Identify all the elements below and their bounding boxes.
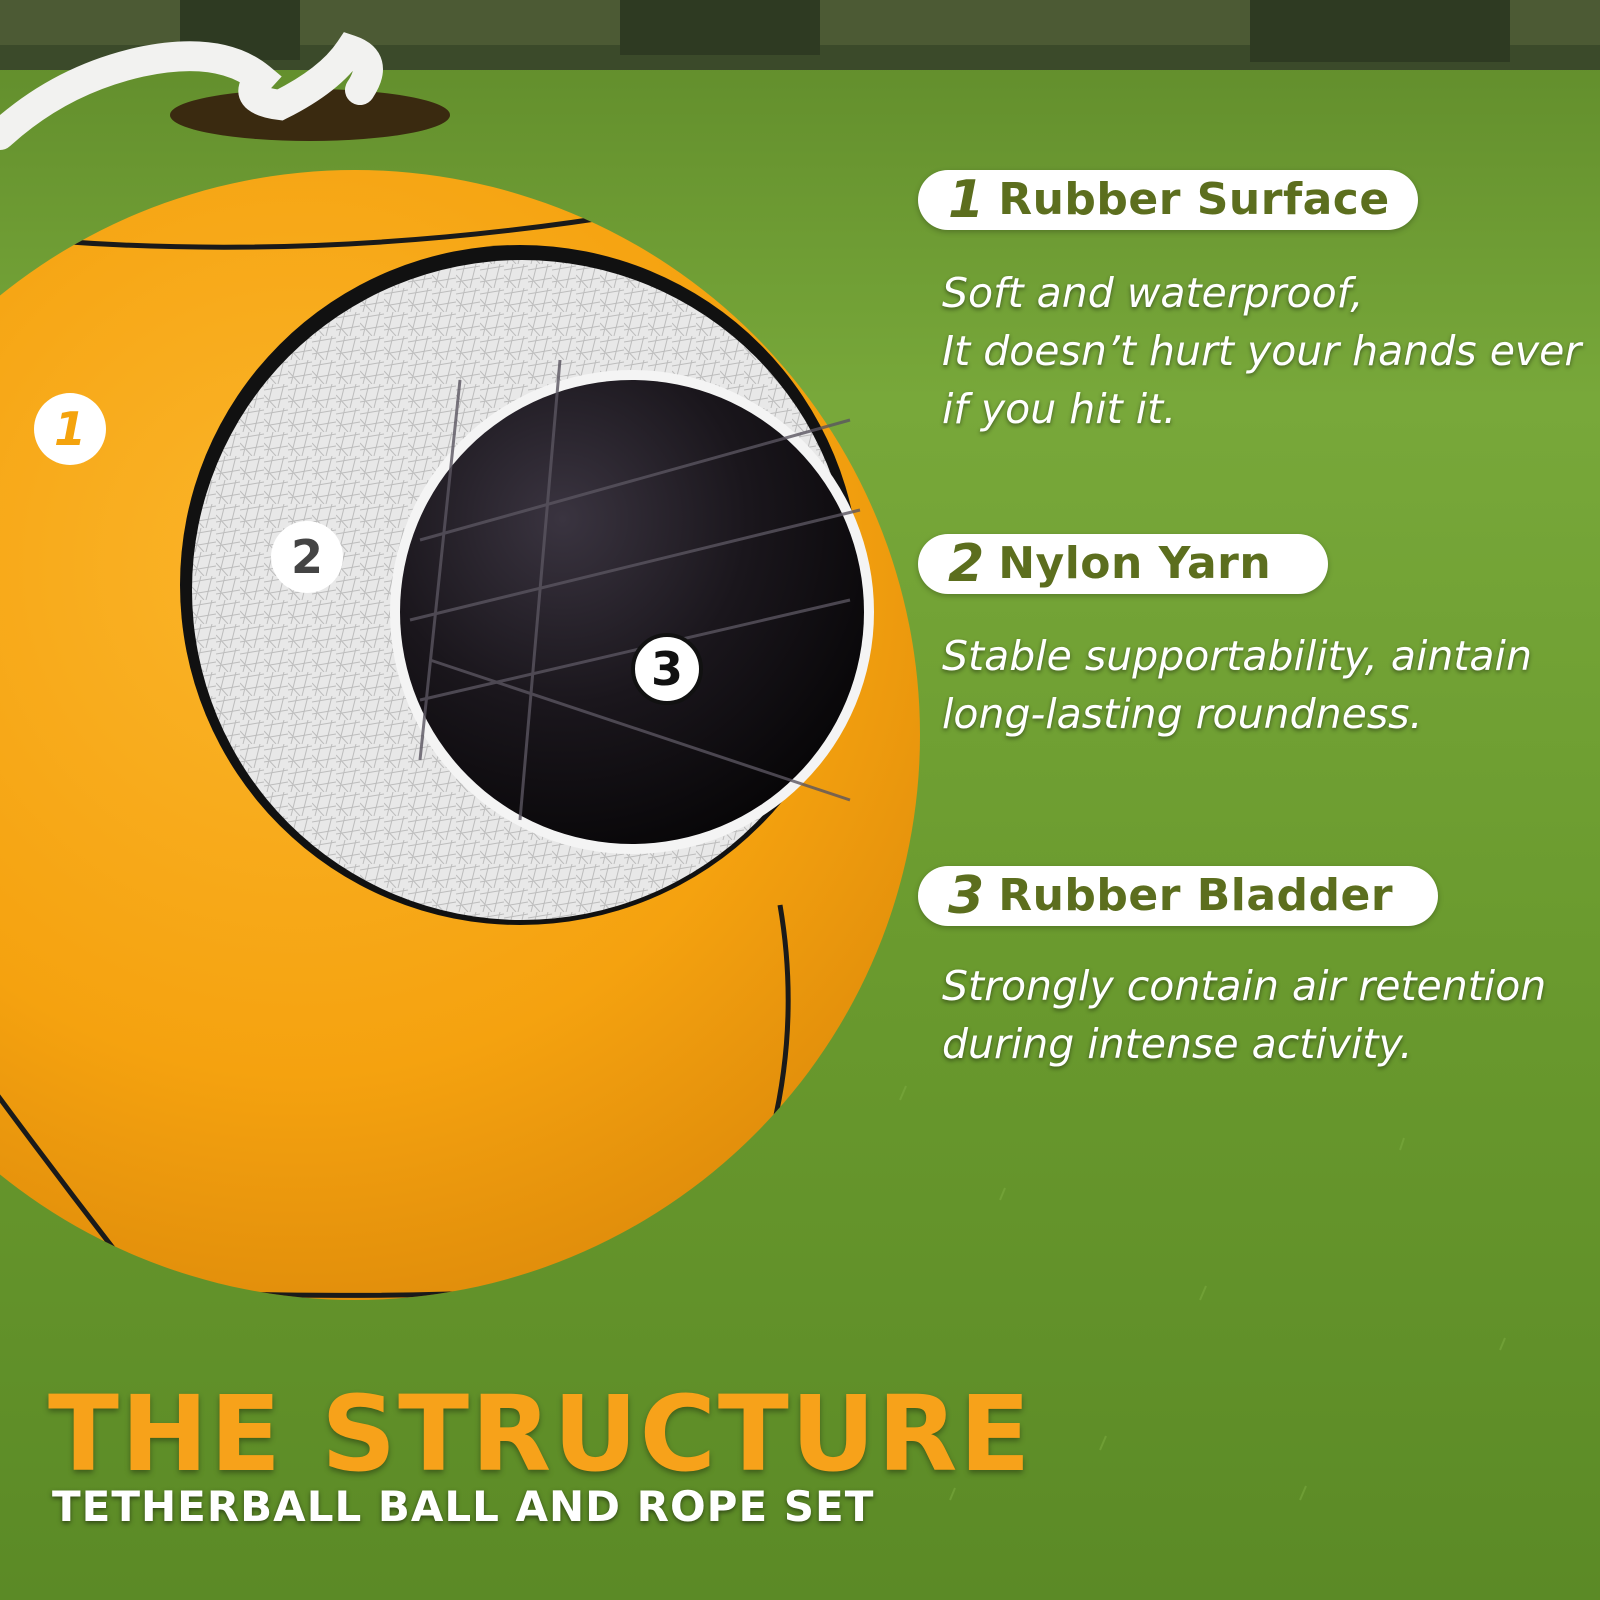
page-title: THE STRUCTURE xyxy=(48,1373,1033,1495)
feature-3-number: 3 xyxy=(948,866,985,926)
feature-2-line-2: long-lasting roundness. xyxy=(942,690,1423,738)
feature-1-line-1: Soft and waterproof, xyxy=(942,269,1364,317)
feature-1-line-2: It doesn’t hurt your hands ever xyxy=(942,327,1582,375)
feature-1-label: 1 Rubber Surface xyxy=(918,170,1418,230)
feature-3-line-1: Strongly contain air retention xyxy=(942,962,1547,1010)
marker-1: 1 xyxy=(34,393,106,465)
feature-1-title: Rubber Surface xyxy=(998,174,1390,225)
feature-3-description: Strongly contain air retention during in… xyxy=(942,957,1546,1073)
feature-3-line-2: during intense activity. xyxy=(942,1020,1413,1068)
feature-1-description: Soft and waterproof, It doesn’t hurt you… xyxy=(942,264,1581,438)
feature-1-number: 1 xyxy=(948,170,985,230)
feature-2-title: Nylon Yarn xyxy=(998,538,1272,589)
feature-1-line-3: if you hit it. xyxy=(942,385,1177,433)
marker-3: 3 xyxy=(631,633,703,705)
feature-2-line-1: Stable supportability, aintain xyxy=(942,632,1532,680)
feature-2-description: Stable supportability, aintain long-last… xyxy=(942,627,1532,743)
feature-3-title: Rubber Bladder xyxy=(998,870,1394,921)
marker-2: 2 xyxy=(271,521,343,593)
feature-2-number: 2 xyxy=(948,534,985,594)
feature-2-label: 2 Nylon Yarn xyxy=(918,534,1328,594)
page-subtitle: TETHERBALL BALL AND ROPE SET xyxy=(52,1482,875,1531)
feature-3-label: 3 Rubber Bladder xyxy=(918,866,1438,926)
